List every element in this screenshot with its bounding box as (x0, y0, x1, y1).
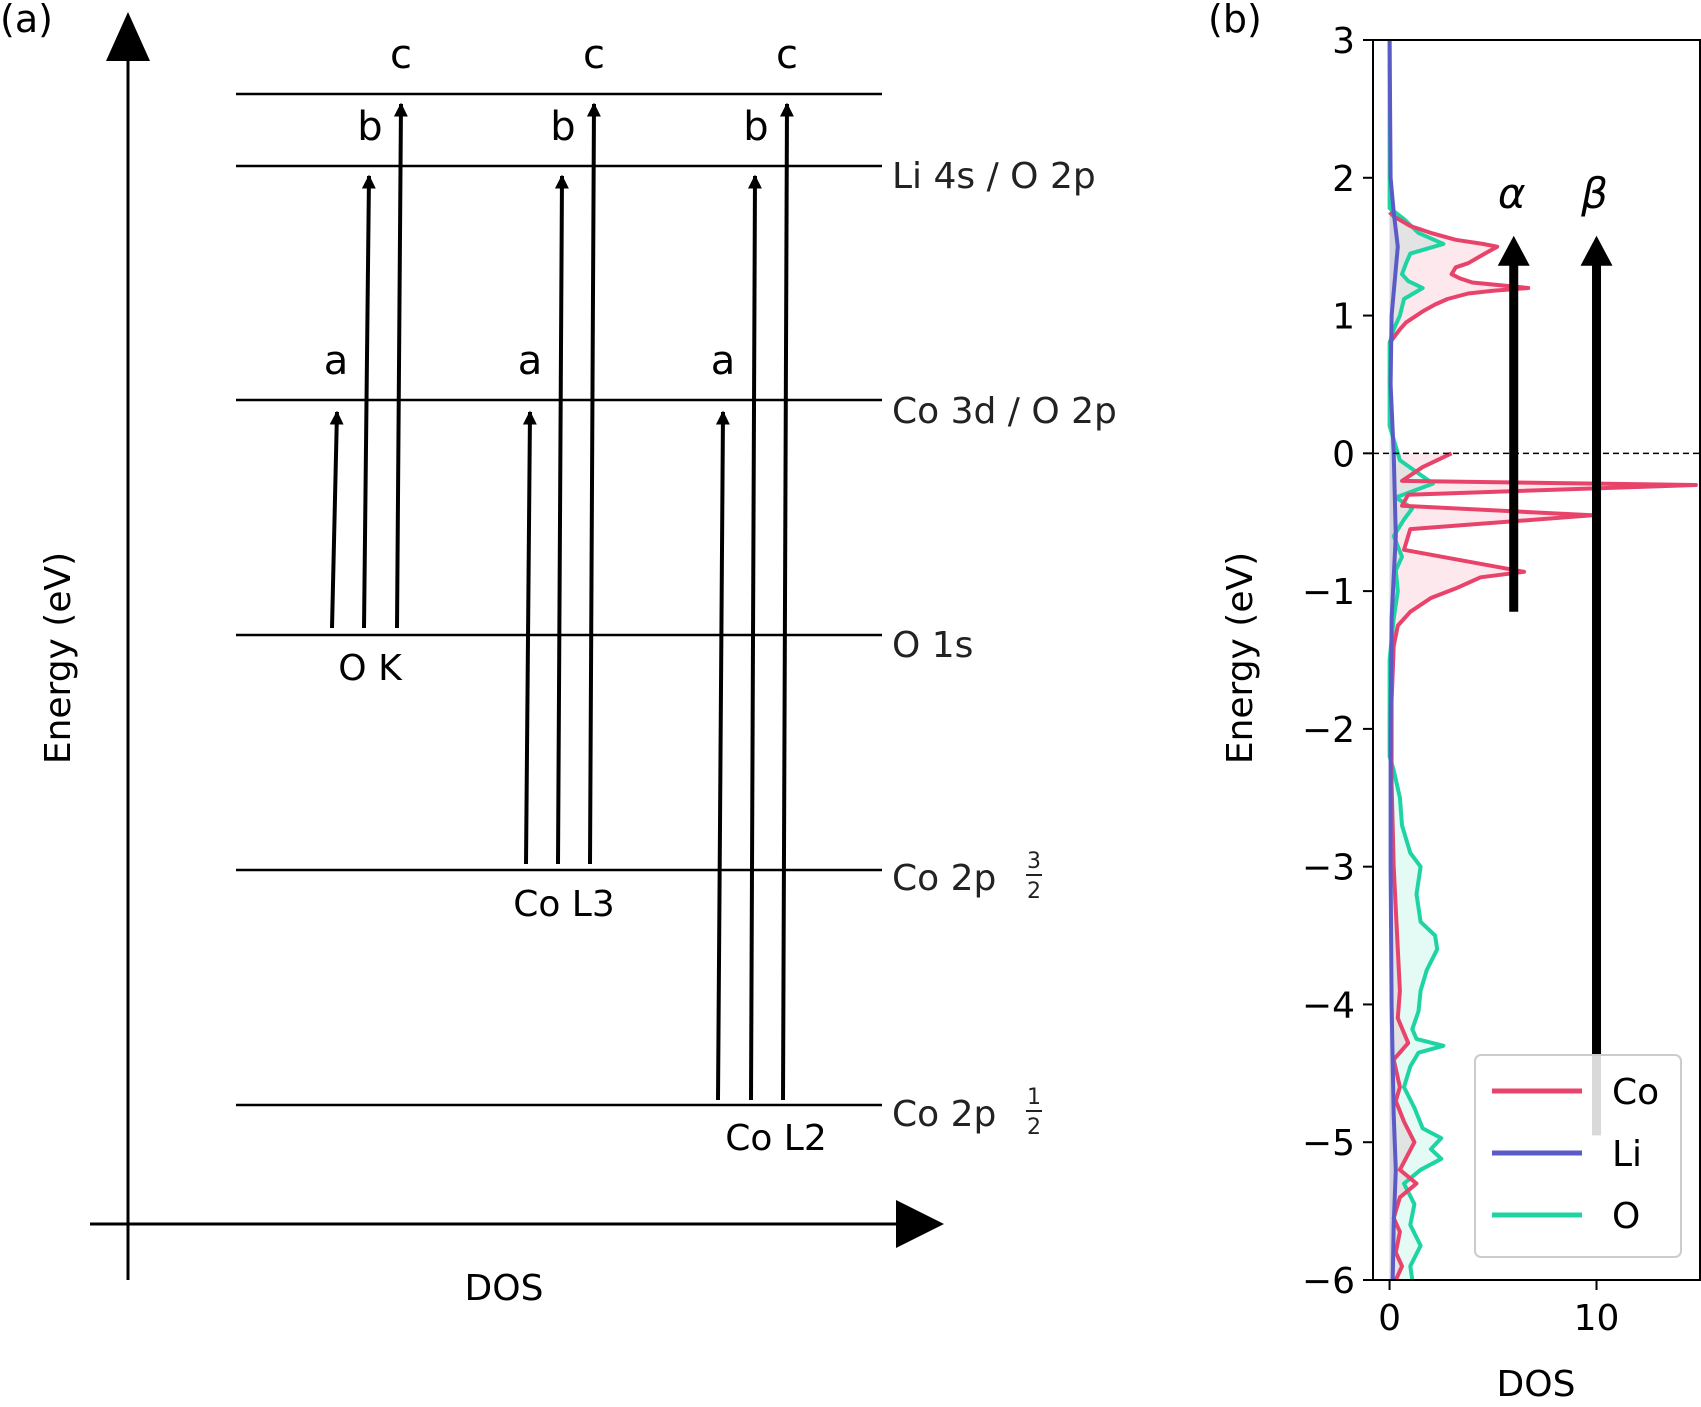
level-co2p32-frac-num: 3 (1027, 849, 1041, 874)
x-tick-label: 10 (1574, 1298, 1620, 1339)
annotation-arrowhead-beta (1580, 235, 1613, 266)
panel-b-ylabel: Energy (eV) (1220, 552, 1261, 764)
level-co2p12-frac-num: 1 (1027, 1085, 1041, 1110)
level-li4s-label: Li 4s / O 2p (892, 156, 1096, 197)
transition-col2-a-label: a (711, 338, 736, 384)
transition-col3-c-arrow (586, 102, 601, 865)
level-co2p12-label: Co 2p (892, 1094, 996, 1135)
y-tick-label: −3 (1302, 848, 1355, 889)
transition-col3-a-label: a (518, 338, 543, 384)
y-tick-label: −6 (1302, 1261, 1355, 1302)
annotation-label-beta: β (1580, 169, 1608, 218)
dos-curve-co (1389, 451, 1698, 1281)
y-tick-label: 3 (1332, 21, 1355, 62)
panel-a-xlabel: DOS (465, 1268, 544, 1309)
legend-label-li: Li (1612, 1134, 1642, 1175)
panel-a-label: (a) (0, 0, 53, 41)
y-tick-label: 1 (1332, 297, 1355, 338)
transition-ok-b-label: b (357, 104, 382, 150)
level-o1s-label: O 1s (892, 625, 973, 666)
legend: Co Li O (1474, 1054, 1682, 1258)
transition-col3-b-label: b (550, 104, 575, 150)
transition-col3-b-arrow (554, 174, 569, 865)
panel-a-energy-diagram: (a) Energy (eV) DOS Li 4s / O 2p Co 3d /… (0, 0, 1117, 1309)
y-tick-label: −4 (1302, 985, 1355, 1026)
panel-b-xlabel: DOS (1497, 1364, 1576, 1405)
y-tick-label: −2 (1302, 710, 1355, 751)
legend-label-o: O (1612, 1196, 1640, 1237)
transition-ok-b-arrow (361, 174, 376, 629)
annotation-arrowhead-alpha (1497, 235, 1530, 266)
energy-axis-arrowhead (106, 12, 150, 61)
dos-fill-o (1389, 40, 1444, 1280)
legend-label-co: Co (1612, 1072, 1659, 1113)
edge-col3-label: Co L3 (513, 884, 615, 925)
y-tick-label: 0 (1332, 434, 1355, 475)
level-co2p32-frac-den: 2 (1027, 879, 1041, 904)
level-co2p32-label: Co 2p (892, 858, 996, 899)
transition-ok-a-arrow (329, 410, 344, 629)
y-ticks: 3 2 1 0 −1 −2 −3 −4 −5 −6 (1302, 21, 1373, 1302)
transition-col3-a-arrow (522, 410, 537, 865)
dos-curves (1387, 39, 1698, 1281)
edge-col2-transitions: a b c Co L2 (711, 32, 827, 1159)
dos-curve-li (1387, 39, 1400, 1281)
edge-ok-transitions: a b c O K (324, 32, 412, 689)
transition-col2-c-arrow (779, 102, 794, 1101)
edge-col2-label: Co L2 (725, 1118, 827, 1159)
dos-curve-co (1387, 210, 1531, 345)
annotation-label-alpha: α (1498, 169, 1526, 218)
transition-ok-a-label: a (324, 338, 349, 384)
level-co2p12-frac-den: 2 (1027, 1115, 1041, 1140)
y-tick-label: 2 (1332, 159, 1355, 200)
transition-col2-b-label: b (743, 104, 768, 150)
transition-col2-a-arrow (715, 410, 730, 1101)
x-ticks: 0 10 (1378, 1280, 1619, 1339)
dos-axis-arrowhead (896, 1200, 944, 1248)
plot-frame (1372, 39, 1701, 1281)
transition-col2-c-label: c (776, 32, 798, 78)
legend-box (1474, 1054, 1682, 1258)
transition-ok-c-label: c (390, 32, 412, 78)
x-tick-label: 0 (1378, 1298, 1401, 1339)
edge-col3-transitions: a b c Co L3 (513, 32, 615, 925)
y-tick-label: −5 (1302, 1123, 1355, 1164)
edge-ok-label: O K (338, 648, 403, 689)
transition-col2-b-arrow (747, 174, 762, 1101)
panel-a-ylabel: Energy (eV) (38, 552, 79, 764)
transition-col3-c-label: c (583, 32, 605, 78)
transition-ok-c-arrow (393, 102, 408, 629)
y-tick-label: −1 (1302, 572, 1355, 613)
level-co3d-label: Co 3d / O 2p (892, 391, 1117, 432)
panel-b-label: (b) (1208, 0, 1262, 41)
